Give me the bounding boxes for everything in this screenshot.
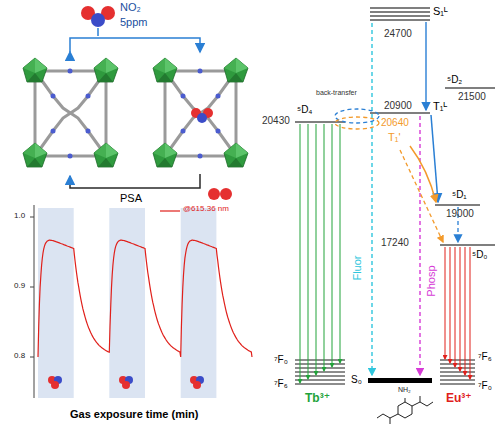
energy-value: 20430: [262, 115, 290, 126]
axis-title: Gas exposure time (min): [70, 408, 198, 420]
response-curve: [38, 240, 252, 357]
return-arrow: [70, 174, 200, 188]
energy-value: 20900: [384, 100, 412, 111]
level-label: ⁵D₁: [452, 189, 467, 200]
emission-arrow: [460, 247, 461, 371]
isc-arrow: [425, 22, 426, 110]
adsorbed-no2: [191, 108, 213, 123]
tb-ground-levels: [295, 360, 345, 384]
gas-label: NO₂: [120, 1, 141, 13]
tb-emission-arrows: [300, 124, 340, 383]
state-label: T₁': [388, 131, 401, 143]
level-label: ⁵D₂: [447, 74, 462, 85]
emission-arrow: [316, 124, 317, 375]
emission-arrow: [324, 124, 325, 371]
back-transfer-loop: [335, 109, 379, 123]
mof-framework: [23, 58, 118, 167]
emission-arrow: [450, 247, 451, 363]
legend-sample: [160, 210, 180, 211]
level-line: [295, 360, 345, 361]
level-label: ⁷F₆: [274, 378, 288, 389]
ion-label: Tb³⁺: [305, 392, 330, 405]
atom-label: NH₂: [398, 386, 411, 394]
emission-arrow: [455, 247, 456, 367]
exposure-bands: [38, 208, 216, 398]
back-transfer-loop: [335, 117, 379, 129]
process-label: back-transfer: [316, 89, 357, 97]
level-line: [295, 368, 345, 369]
level-label: ⁷F₆: [478, 351, 492, 362]
no2-molecule: [81, 6, 115, 27]
level-line: [295, 376, 345, 377]
level-label: ⁵D₀: [472, 249, 488, 260]
level-line: [295, 364, 345, 365]
level-label: ⁵D₄: [297, 104, 312, 115]
mof-framework: [153, 58, 248, 167]
transfer-dashed-arrow: [400, 150, 443, 242]
ground-state-bar: [368, 378, 432, 383]
eu-emission-arrows: [445, 247, 470, 379]
axis-tick: 1.0: [14, 212, 25, 221]
energy-value: 19000: [446, 208, 474, 219]
level-line: [440, 384, 475, 385]
energy-value: 21500: [458, 91, 486, 102]
concentration-label: 5ppm: [120, 16, 148, 28]
energy-value: 17240: [381, 237, 409, 248]
released-molecule: [208, 188, 232, 200]
state-label: S₀: [351, 374, 362, 385]
level-line: [295, 380, 345, 381]
emission-arrow: [308, 124, 309, 379]
emission-arrow: [470, 247, 471, 379]
level-line: [440, 380, 475, 381]
process-label: Phosp: [425, 265, 437, 296]
level-line: [295, 384, 345, 385]
gas-icons: [48, 376, 204, 389]
state-label: T₁ᴸ: [433, 100, 447, 112]
emission-arrow: [332, 124, 333, 367]
flow-line: [97, 28, 99, 36]
ligand-molecule: [377, 396, 433, 424]
energy-value: 20640: [381, 117, 409, 128]
emission-arrow: [465, 247, 466, 375]
emission-arrow: [340, 124, 341, 363]
state-label: S₁ᴸ: [433, 5, 448, 17]
fluorescence-arrow: [371, 23, 372, 375]
level-label: ⁷F₀: [274, 354, 288, 365]
axis-tick: 0.9: [14, 282, 25, 291]
emission-arrow: [445, 247, 446, 359]
energy-transfer-arrow: [410, 146, 436, 202]
axis-tick: 0.8: [14, 352, 25, 361]
phosphorescence-arrow: [419, 116, 420, 375]
level-label: ⁷F₀: [478, 380, 492, 391]
level-line: [295, 372, 345, 373]
emission-arrow: [300, 124, 301, 383]
energy-value: 24700: [384, 28, 412, 39]
process-label: Fluor: [351, 256, 363, 281]
process-label: PSA: [120, 192, 142, 204]
chart-axes: [30, 205, 34, 398]
ion-label: Eu³⁺: [446, 392, 472, 405]
energy-levels: [295, 8, 495, 245]
legend-text: @615.36 nm: [183, 205, 229, 214]
bracket-arrow: [70, 38, 200, 52]
